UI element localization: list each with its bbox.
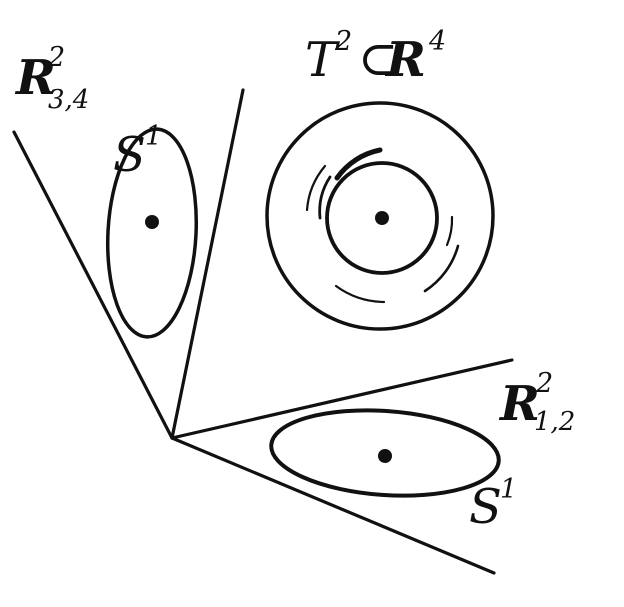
plane-r34-right-edge (170, 88, 245, 440)
left-circle-center-point (145, 215, 159, 229)
bottom-circle-ellipse (269, 408, 501, 498)
label-bottom-s1: S 1 (469, 474, 517, 535)
torus-shading-arc-bottom (334, 284, 386, 304)
plane-r12-upper-edge (170, 358, 514, 440)
label-bottom-s1-base: S (469, 479, 502, 535)
label-t2-subset-r4: T 2 ⊂ R 4 (305, 26, 446, 88)
torus-shading-arc-upper-left (334, 147, 383, 181)
torus-drawing (265, 101, 495, 331)
torus-center-point (375, 211, 389, 225)
label-r2-34-base: R (14, 50, 56, 106)
torus-shading-arc-left (318, 175, 332, 220)
label-r2-12: R 2 1,2 (498, 368, 575, 437)
label-r2-12-superscript: 2 (535, 368, 553, 399)
plane-r34-outline (12, 88, 245, 440)
label-r4-superscript: 4 (428, 26, 446, 57)
left-circle (105, 127, 199, 339)
label-r2-12-subscript: 1,2 (534, 407, 575, 437)
label-subset-symbol: ⊂ (358, 31, 398, 87)
torus-shading-arc-outer-left (305, 164, 327, 212)
left-circle-ellipse (105, 127, 199, 339)
label-r2-34-subscript: 3,4 (48, 85, 89, 115)
label-left-s1: S 1 (113, 121, 162, 183)
label-left-s1-base: S (113, 127, 146, 183)
label-t2-base: T (305, 32, 340, 88)
torus-outer-circle (265, 101, 495, 331)
label-left-s1-superscript: 1 (145, 121, 162, 152)
plane-r34-left-edge (12, 130, 174, 440)
label-r4-base: R (384, 32, 426, 88)
bottom-circle (269, 408, 501, 498)
plane-r12-outline (170, 358, 514, 575)
bottom-circle-center-point (378, 449, 392, 463)
label-r2-34: R 2 3,4 (14, 42, 89, 115)
label-r2-12-base: R (498, 376, 540, 432)
torus-shading-arc-lower-right (423, 244, 460, 293)
plane-r12-lower-edge (170, 436, 496, 575)
label-r2-34-superscript: 2 (47, 42, 65, 73)
label-t2-superscript: 2 (334, 26, 352, 57)
label-bottom-s1-superscript: 1 (500, 474, 517, 505)
torus-shading-arc-right (445, 215, 454, 247)
torus-inner-circle (325, 161, 439, 275)
